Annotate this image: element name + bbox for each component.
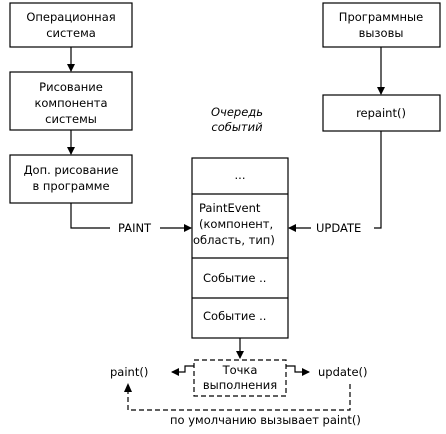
execution-point-box: Точка выполнения (193, 359, 287, 397)
exec-to-update-arrow (286, 365, 310, 376)
exec-point-line2: выполнения (203, 378, 277, 392)
default-calls-label-bg (165, 411, 395, 427)
queue-event-1: Событие .. (203, 271, 266, 285)
update-calls-paint-arrowhead (124, 383, 132, 392)
program-calls-line1: Программные (339, 10, 423, 24)
repaint-label: repaint() (356, 106, 406, 120)
exec-to-paint-arrow (171, 365, 194, 376)
os-box-line1: Операционная (26, 10, 115, 24)
paint-event-line3: область, тип) (193, 233, 275, 247)
exec-point-line1: Точка (222, 363, 258, 377)
repaint-box: repaint() (322, 94, 441, 132)
os-box-line2: система (46, 26, 96, 40)
program-calls-line2: вызовы (359, 26, 404, 40)
paint-connector-line (70, 203, 110, 229)
draw-component-box: Рисование компонента системы (9, 71, 133, 131)
paint-fn-label: paint() (110, 365, 148, 379)
event-queue: ... PaintEvent (компонент, область, тип)… (191, 157, 289, 339)
queue-ellipsis: ... (235, 168, 246, 182)
update-fn-label: update() (318, 365, 368, 379)
queue-title-line2: событий (211, 120, 263, 134)
paint-label: PAINT (118, 221, 152, 235)
paint-event-line2: (компонент, (199, 217, 273, 231)
default-calls-label: по умолчанию вызывает paint() (170, 413, 361, 427)
extra-draw-line2: в программе (32, 179, 109, 193)
draw-component-line2: компонента (34, 96, 107, 110)
queue-title-line1: Очередь (211, 105, 263, 119)
extra-draw-box: Доп. рисование в программе (9, 154, 133, 204)
program-calls-box: Программные вызовы (322, 2, 441, 48)
queue-event-2: Событие .. (203, 309, 266, 323)
update-label: UPDATE (316, 221, 361, 235)
os-box: Операционная система (9, 2, 133, 48)
paint-event-line1: PaintEvent (199, 201, 261, 215)
extra-draw-line1: Доп. рисование (24, 163, 119, 177)
draw-component-line1: Рисование (39, 80, 103, 94)
update-connector-line (374, 131, 382, 229)
draw-component-line3: системы (45, 112, 97, 126)
update-calls-paint-line (127, 384, 351, 411)
